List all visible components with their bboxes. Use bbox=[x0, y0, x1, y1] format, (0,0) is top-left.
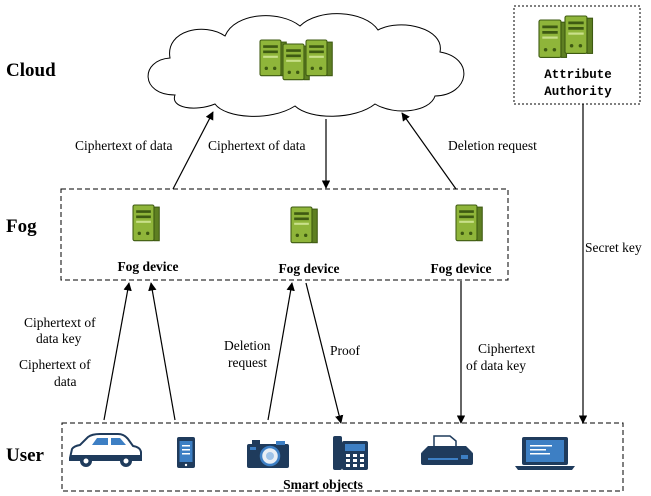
cloud-server-icon bbox=[259, 39, 333, 81]
arrow-fog-to-cloud bbox=[172, 111, 214, 190]
user-layer-box bbox=[61, 422, 624, 492]
label-ct-data-key-line1: Ciphertext of bbox=[24, 315, 96, 330]
label-cloud-to-fog: Ciphertext of data bbox=[208, 138, 305, 153]
fog-layer-box bbox=[60, 188, 509, 281]
label-ct-data-key-line2: data key bbox=[36, 331, 82, 346]
layer-label-fog: Fog bbox=[6, 216, 37, 237]
fog-device-right-label: Fog device bbox=[430, 261, 491, 276]
fog-device-right-icon bbox=[455, 204, 483, 242]
label-deletion-to-cloud: Deletion request bbox=[448, 138, 537, 153]
car-icon bbox=[69, 433, 142, 467]
arrow-ct-data bbox=[148, 282, 176, 421]
fog-device-middle-icon bbox=[290, 206, 318, 244]
authority-server-icon bbox=[538, 15, 594, 58]
arrow-proof bbox=[305, 282, 344, 424]
label-deletion-line2: request bbox=[228, 355, 267, 370]
layer-label-cloud: Cloud bbox=[6, 60, 56, 81]
printer-icon bbox=[421, 435, 473, 465]
label-ct-data-line2: data bbox=[54, 374, 77, 389]
arrow-deletion-to-cloud bbox=[401, 112, 457, 190]
fog-device-left-icon bbox=[132, 204, 160, 242]
label-secret-key: Secret key bbox=[585, 240, 642, 255]
fog-device-left-label: Fog device bbox=[117, 259, 178, 274]
fog-device-middle-label: Fog device bbox=[278, 261, 339, 276]
label-ct-key-right-line1: Ciphertext bbox=[478, 341, 535, 356]
smart-objects-label: Smart objects bbox=[283, 477, 363, 492]
arrow-ct-data-key bbox=[103, 282, 132, 421]
label-deletion-line1: Deletion bbox=[224, 338, 271, 353]
label-ct-key-right-line2: of data key bbox=[466, 358, 526, 373]
layer-label-user: User bbox=[6, 445, 45, 466]
camera-icon bbox=[247, 440, 289, 468]
smartphone-icon bbox=[177, 437, 195, 468]
label-ct-data-line1: Ciphertext of bbox=[19, 357, 91, 372]
authority-label-line1: Attribute bbox=[544, 68, 612, 82]
laptop-icon bbox=[515, 437, 575, 470]
authority-label-line2: Authority bbox=[544, 85, 612, 99]
telephone-icon bbox=[333, 436, 368, 470]
label-proof: Proof bbox=[330, 343, 361, 358]
label-fog-to-cloud: Ciphertext of data bbox=[75, 138, 172, 153]
arrow-deletion-request-up bbox=[267, 282, 295, 421]
